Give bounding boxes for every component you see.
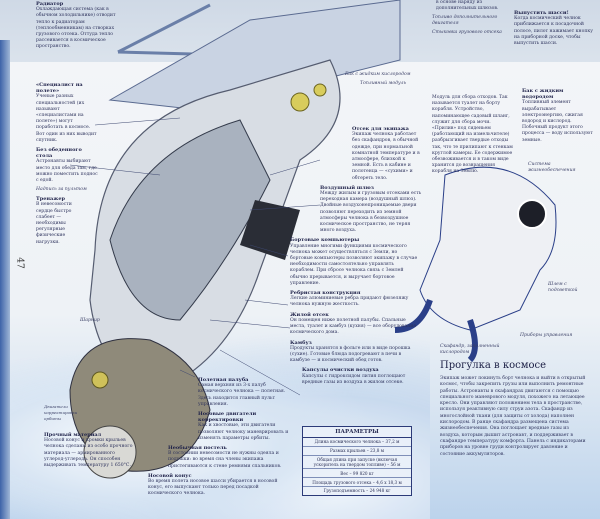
note-title: Бак с жидким водородом [522,88,564,101]
waste-module-note: Модуль для сбора отходов. Так называется… [432,95,513,175]
note-title: Выпустить шасси! [514,10,569,16]
specialist-note: «Специалист на полете»Ученые разных спец… [36,82,98,144]
note-text: Экипаж челнока работает без скафандров, … [352,132,420,181]
console-label: Надпись за пультом [36,187,87,193]
note-title: Без обеденного стола [36,147,82,160]
note-title: Ребристая конструкция [290,290,361,297]
parameters-table: ПАРАМЕТРЫ Длина космического челнока – 3… [302,426,412,496]
docking-prev-text: в основе наряду из дополнительных шлюзов… [436,0,499,12]
docking-label: Стыковка грузового отсека [432,30,502,36]
note-text: Управление многими функциями космическог… [290,243,418,286]
oxygen-tank-label: Бак с жидким кислородом [345,72,411,77]
note-title: Полетная палуба [198,377,249,383]
parameter-row: Длина космического челнока – 37,2 м [303,438,411,447]
life-support-label: Система жизнеобеспечения [528,162,576,173]
note-text: В состоянии невесомости не нужны одеяла … [168,451,282,469]
helmet-light-label: Шлем с подсветкой [548,282,578,293]
fuel-module-label: Топливный модуль [360,81,407,86]
note-title: Капсулы очистки воздуха [302,367,379,374]
tank-sphere [91,371,109,389]
note-title: Отсек для экипажа [352,126,409,132]
note-text: Между жилым и грузовым отсеками есть пер… [320,191,422,234]
note-text: Самая верхняя из 3-х палуб космического … [198,383,286,407]
landing-gear-note: Выпустить шасси!Когда космический челнок… [514,10,594,47]
top-center-labels: в основе наряду из дополнительных шлюзов… [432,0,510,36]
note-text: Как и хвостовые, эти двигатели позволяют… [198,423,289,441]
note-text: Продукты хранятся в фольге или в виде по… [290,345,411,364]
astronaut-illustration [394,166,557,363]
nose-cone [83,425,137,479]
parameter-row: Общая длина при запуске (включая ускорит… [303,456,411,470]
note-title: Носовые двигатели корректировки [198,411,257,424]
note-text: Когда космический челнок приближается к … [514,16,593,47]
note-text: Капсулы с гидроксидом лития поглощают вр… [302,373,406,385]
orbit-thrusters-label: Двигатели корректировки орбиты [44,404,78,421]
note-title: Необычная постель [168,445,227,452]
hinge-label: Шарнир [80,318,100,323]
note-title: Воздушный шлюз [320,184,374,191]
note-text: Во время полета носовое шасси убирается … [148,479,278,497]
note-title: Носовой конус [148,472,192,479]
page-number: 47 [14,257,25,269]
tank-labels: Бак с жидким кислородом Топливный модуль [345,72,425,87]
parameter-row: Грузоподъемность – 24 948 кг [323,488,391,494]
note-text: Носовой конус и кромки крыльев челнока с… [44,438,133,469]
parameters-title: ПАРАМЕТРЫ [303,427,411,438]
suit-label: Скафандр, заполненный кислородом [440,344,500,355]
spacewalk-text: Экипаж может покинуть борт челнока и вый… [440,376,586,457]
airlock-hatch [240,200,300,260]
parameter-row: Вес – 99 820 кг [303,469,411,479]
parameter-row: Размах крыльев – 23,8 м [303,447,411,456]
note-title: Тренажер [36,196,66,203]
note-text: Ученые разных специальностей (их называю… [36,94,97,143]
tank-sphere [313,83,327,97]
note-title: Прочный материал [44,432,102,438]
note-text: Астронавты выбирают место для обеда там,… [36,159,98,184]
note-title: Камбуз [290,339,312,346]
tank-sphere [290,92,310,112]
note-title: Жилой отсек [290,311,329,318]
note-title: «Специалист на полете» [36,82,83,95]
note-text: В невесомости сердце быстро слабеет — не… [36,202,72,245]
page-edge [0,40,10,519]
parameter-row: Площадь грузового отсека – 4,6 x 18,3 м [303,478,411,487]
left-notes-column: «Специалист на полете»Ученые разных спец… [36,82,100,246]
note-title: Бортовые компьютеры [290,237,360,244]
controls-label: Приборы управления [520,333,573,338]
note-text: Легкие алюминиевые ребра придают фюзеляж… [290,296,409,308]
crew-compartment [109,119,271,321]
spacewalk-heading: Прогулка в космосе [440,360,547,371]
note-text: Топливный элемент вырабатывает электроэн… [522,100,593,143]
note-text: Охлаждающая система (как в обычном холод… [36,7,116,50]
fuel-label: Топливо дополнительного двигателя [432,15,498,27]
note-text: Он помещен ниже полетной палубы. Спальны… [290,317,417,336]
note-title: Радиатор [36,1,64,7]
